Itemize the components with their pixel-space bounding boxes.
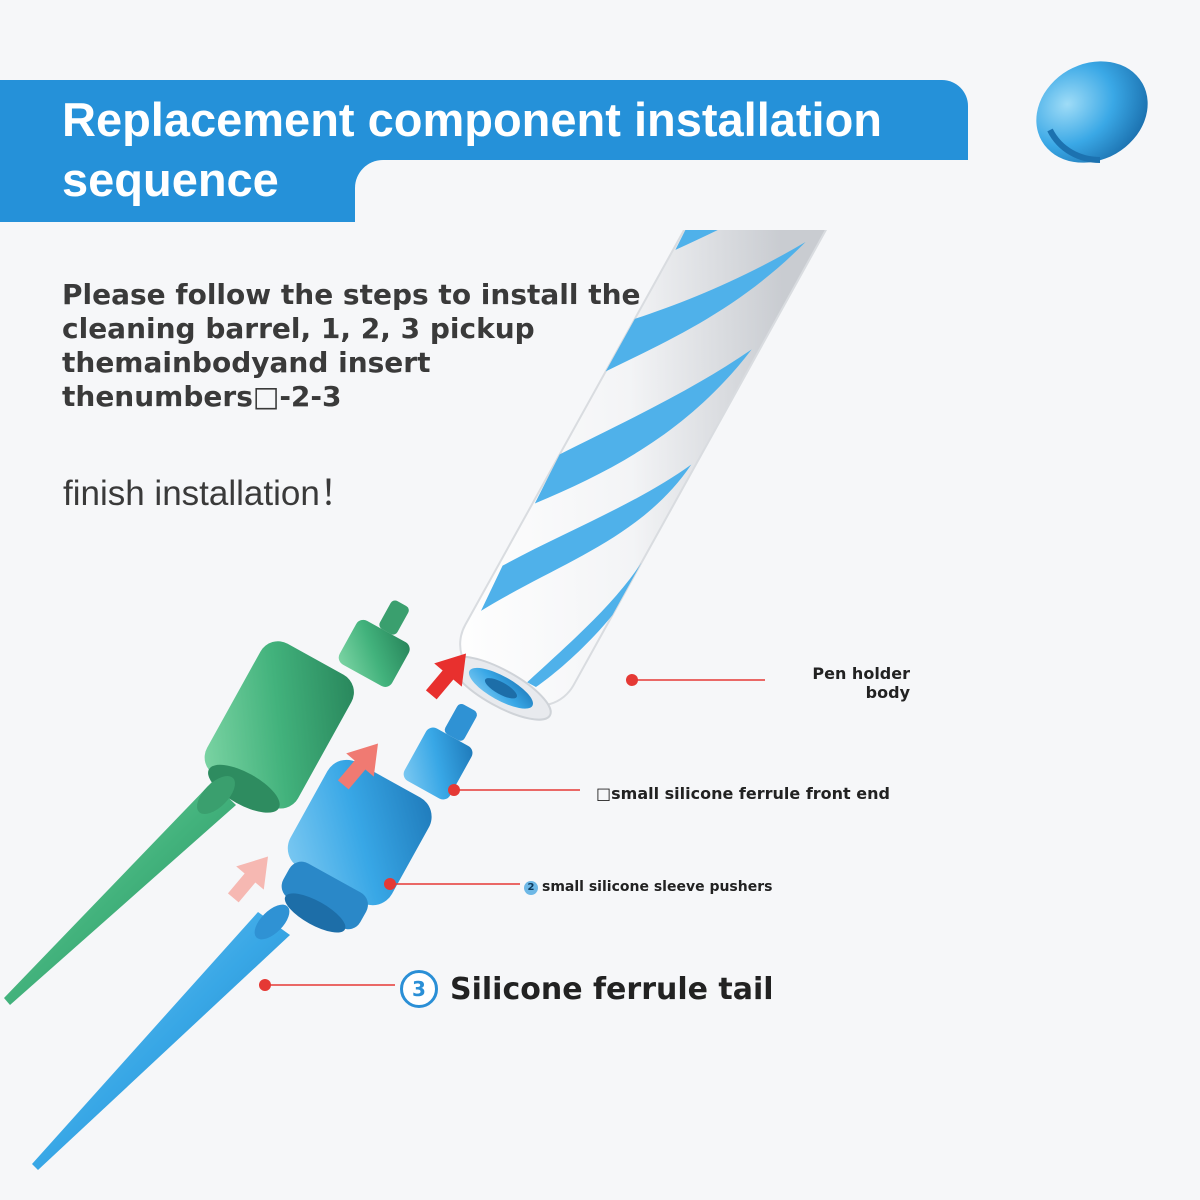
label-pen-holder-line2: body [865,683,910,702]
label-pen-holder-line1: Pen holder [812,664,910,683]
banner-notch [355,160,995,230]
label-sleeve-pushers: 2 small silicone sleeve pushers [524,878,772,896]
finish-text: finish installation！ [63,474,355,513]
knob [1036,61,1148,163]
green-small-connector [338,600,410,687]
up-right-arrow-icon [425,653,466,700]
blue-replacement-parts [32,703,477,1170]
banner-title: Replacement component installation seque… [62,93,883,206]
green-tip [4,776,236,1005]
tail-number-badge: 3 [400,970,438,1008]
front-end-text: small silicone ferrule front end [611,784,890,803]
tail-text: Silicone ferrule tail [450,972,774,1007]
pointer-dot-icon [626,674,638,686]
label-pen-holder-body: Pen holder body [770,664,910,702]
green-spare-parts [4,600,410,1005]
front-end-marker: □ [596,784,612,803]
pointer-dot-icon [448,784,460,796]
blue-sleeve-pusher [281,759,432,933]
pointer-dot-icon [259,979,271,991]
label-front-end: □small silicone ferrule front end [596,784,890,804]
up-right-arrow-icon [227,856,268,903]
blue-front-end [403,703,477,800]
instructions-text: Please follow the steps to install the c… [62,278,641,413]
label-ferrule-tail: 3 Silicone ferrule tail [400,970,774,1010]
pointer-dot-icon [384,878,396,890]
up-right-arrow-icon [337,743,378,790]
pointer-lines [265,679,765,986]
pusher-text: small silicone sleeve pushers [542,879,773,895]
blue-tail [32,904,290,1170]
pusher-number-badge: 2 [524,881,538,895]
